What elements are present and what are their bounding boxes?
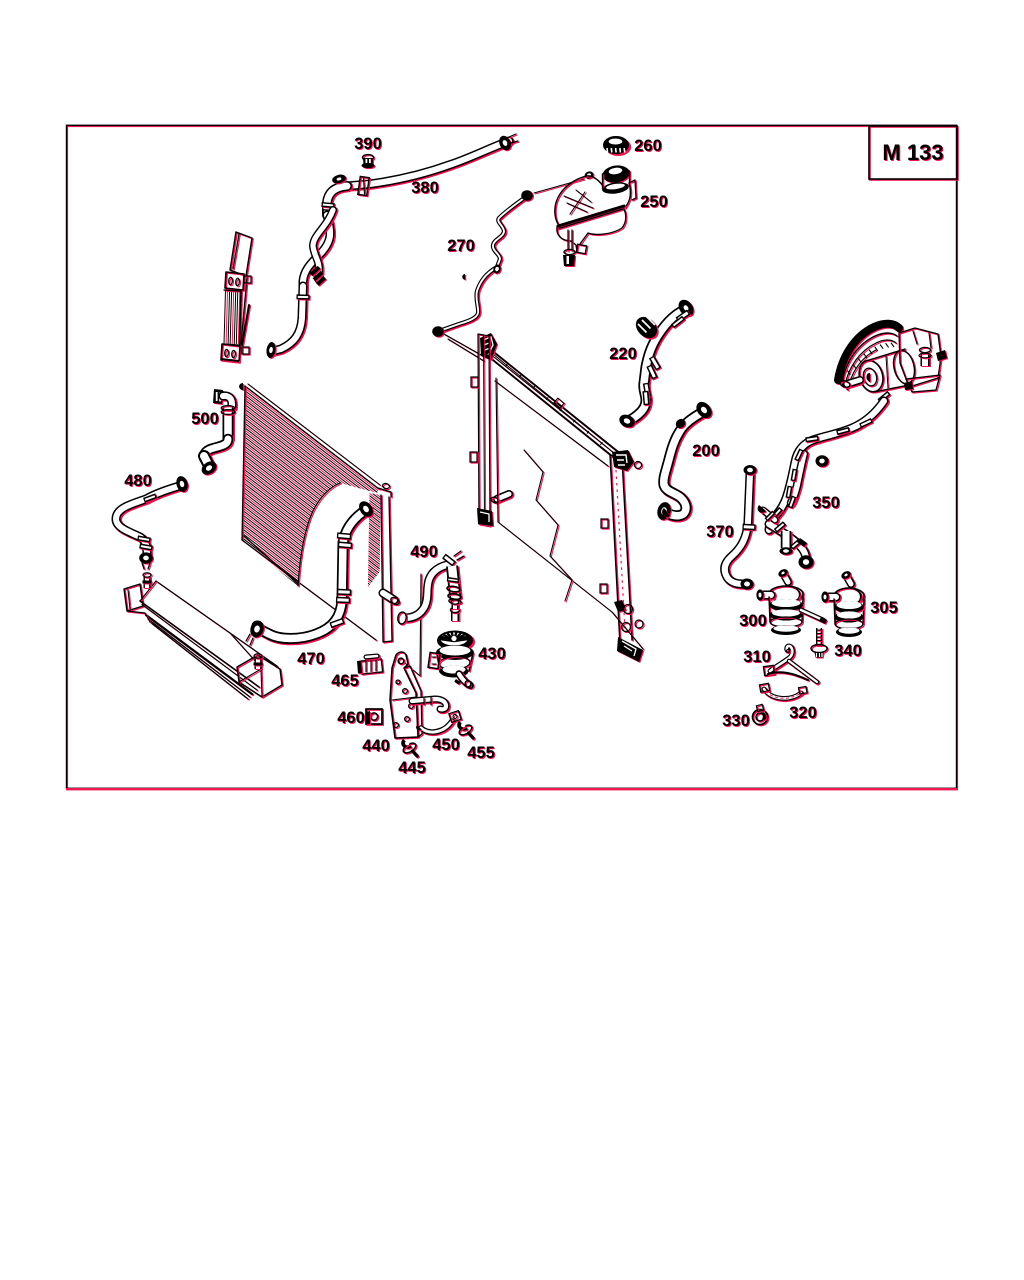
svg-text:450: 450: [432, 736, 460, 754]
svg-text:500: 500: [192, 411, 220, 429]
svg-text:470: 470: [298, 651, 326, 669]
svg-text:380: 380: [411, 179, 439, 197]
svg-text:270: 270: [447, 237, 475, 255]
svg-text:330: 330: [723, 713, 751, 731]
svg-text:M 133: M 133: [883, 141, 944, 166]
svg-text:430: 430: [479, 646, 507, 664]
svg-text:350: 350: [812, 494, 840, 512]
svg-text:445: 445: [398, 759, 426, 777]
svg-text:300: 300: [740, 613, 768, 631]
svg-text:380: 380: [412, 180, 440, 198]
svg-text:260: 260: [635, 138, 663, 156]
svg-text:450: 450: [433, 737, 461, 755]
svg-text:270: 270: [448, 238, 476, 256]
svg-text:465: 465: [332, 673, 360, 691]
svg-text:350: 350: [813, 495, 841, 513]
svg-text:490: 490: [410, 543, 438, 561]
svg-text:490: 490: [411, 544, 439, 562]
svg-text:430: 430: [478, 645, 506, 663]
svg-text:445: 445: [399, 760, 427, 778]
svg-text:310: 310: [744, 649, 772, 667]
svg-text:465: 465: [331, 672, 359, 690]
svg-text:470: 470: [297, 650, 325, 668]
svg-text:260: 260: [634, 137, 662, 155]
svg-text:340: 340: [834, 642, 862, 660]
svg-text:390: 390: [354, 135, 382, 153]
svg-text:200: 200: [692, 442, 720, 460]
svg-text:460: 460: [338, 710, 366, 728]
svg-text:305: 305: [870, 599, 898, 617]
svg-text:330: 330: [722, 712, 750, 730]
svg-text:370: 370: [707, 524, 735, 542]
svg-text:480: 480: [124, 472, 152, 490]
svg-text:320: 320: [789, 704, 817, 722]
svg-text:220: 220: [610, 346, 638, 364]
svg-text:460: 460: [337, 709, 365, 727]
svg-text:390: 390: [355, 136, 383, 154]
svg-text:310: 310: [743, 648, 771, 666]
svg-text:500: 500: [191, 410, 219, 428]
svg-text:250: 250: [641, 194, 669, 212]
svg-text:305: 305: [871, 600, 899, 618]
svg-text:440: 440: [362, 737, 390, 755]
svg-text:455: 455: [467, 744, 495, 762]
svg-text:320: 320: [790, 705, 818, 723]
svg-text:200: 200: [693, 443, 721, 461]
svg-text:M 133: M 133: [882, 140, 943, 165]
svg-text:480: 480: [125, 473, 153, 491]
svg-text:300: 300: [739, 612, 767, 630]
svg-text:440: 440: [363, 738, 391, 756]
svg-text:250: 250: [640, 193, 668, 211]
svg-text:455: 455: [468, 745, 496, 763]
svg-text:340: 340: [835, 643, 863, 661]
svg-text:370: 370: [706, 523, 734, 541]
svg-text:220: 220: [609, 345, 637, 363]
